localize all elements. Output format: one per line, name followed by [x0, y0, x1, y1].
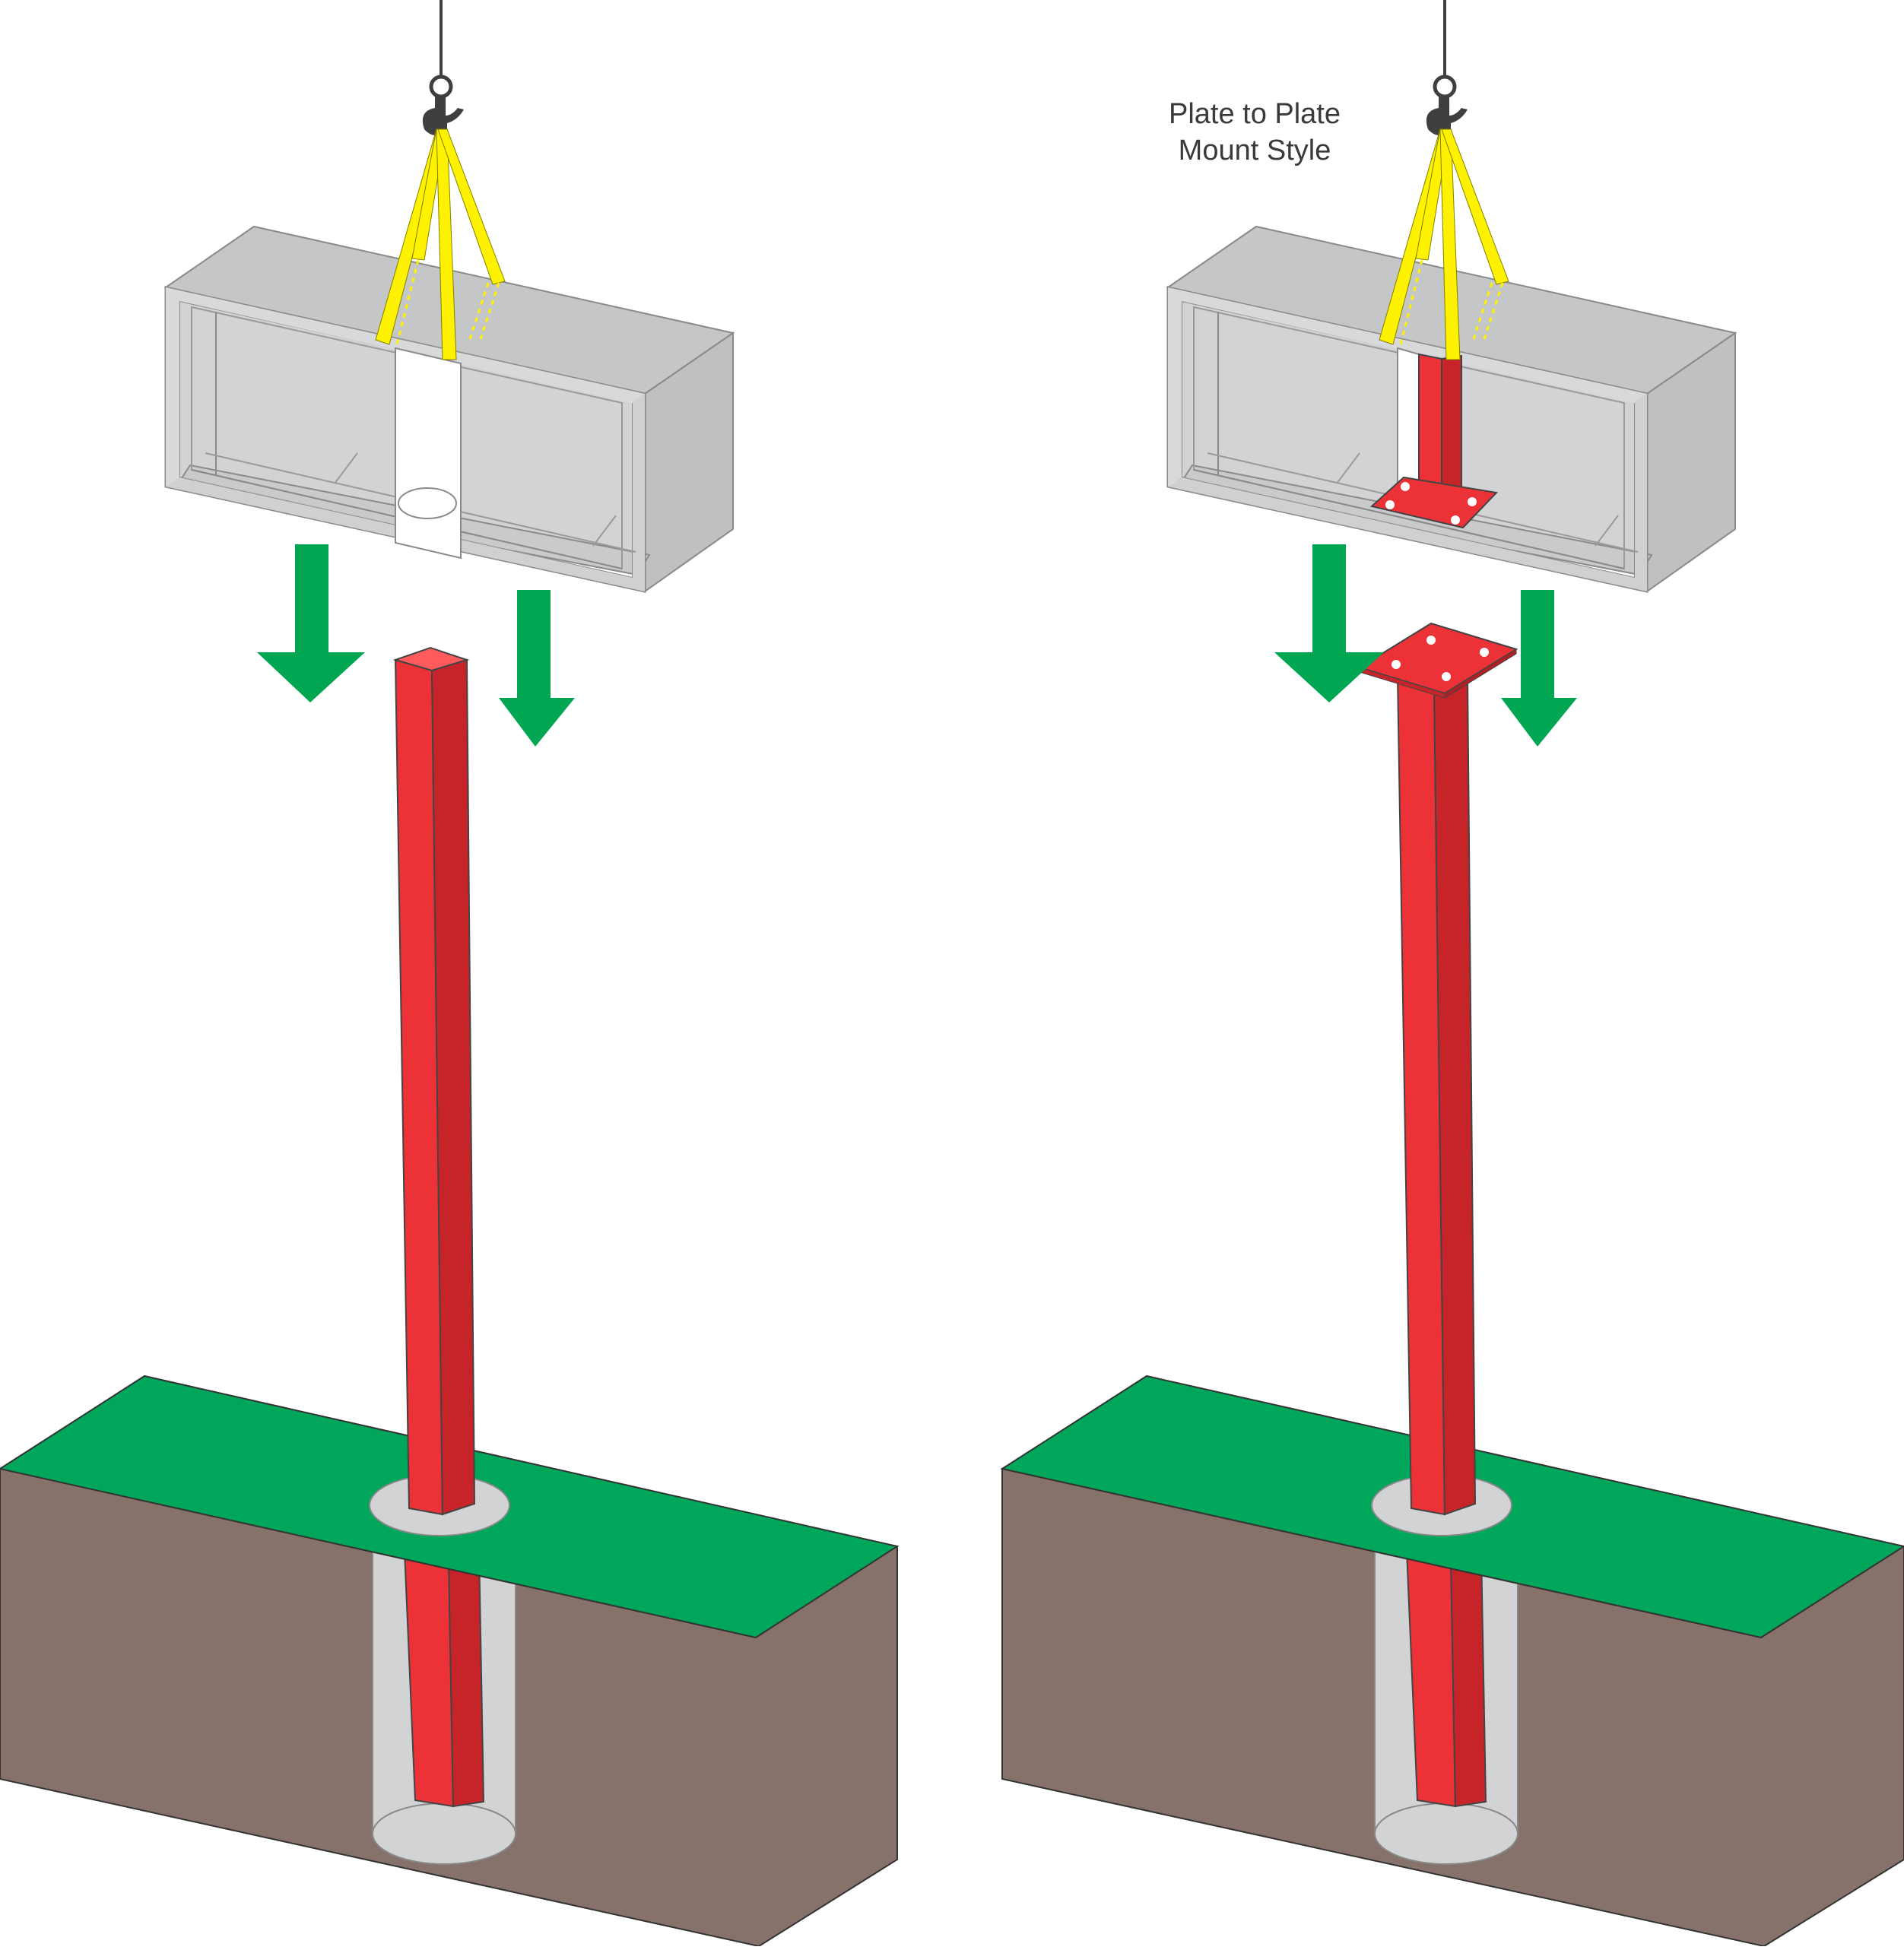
right-assembly [1000, 0, 1904, 1948]
down-arrow-icon [499, 590, 575, 747]
down-arrow-icon [257, 544, 365, 702]
caption-line-2: Mount Style [1178, 135, 1331, 166]
mount-style-caption: Plate to Plate Mount Style [1103, 96, 1407, 169]
down-arrow-icon [1501, 590, 1577, 747]
mount-plate [1357, 622, 1518, 695]
down-arrow-icon [1274, 544, 1384, 702]
left-assembly [0, 0, 900, 1948]
caption-line-1: Plate to Plate [1168, 98, 1341, 130]
post-opening [395, 347, 462, 560]
